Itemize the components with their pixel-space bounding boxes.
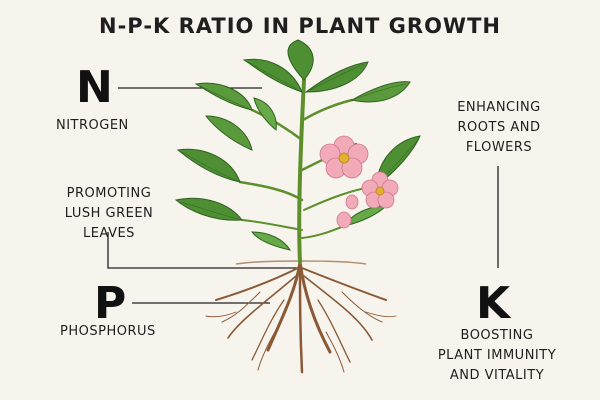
flower-2 <box>361 171 399 209</box>
nitrogen-description: PROMOTING LUSH GREEN LEAVES <box>64 186 154 241</box>
flower-bud-2 <box>336 211 352 229</box>
roots <box>205 260 397 374</box>
flowers <box>319 135 399 229</box>
flower-bud-1 <box>345 194 359 210</box>
nitrogen-letter: N <box>76 62 113 113</box>
stem <box>238 78 377 264</box>
phosphorus-label: PHOSPHORUS <box>60 324 156 339</box>
connector-n-desc <box>107 232 300 269</box>
flower-1 <box>319 135 369 179</box>
potassium-letter: K <box>476 278 511 329</box>
leaves <box>174 39 421 251</box>
potassium-description: BOOSTING PLANT IMMUNITY AND VITALITY <box>437 328 557 383</box>
diagram-title: N-P-K RATIO IN PLANT GROWTH <box>99 14 501 38</box>
phosphorus-letter: P <box>94 278 127 329</box>
phosphorus-description: ENHANCING ROOTS AND FLOWERS <box>457 100 541 155</box>
connector-lines <box>107 87 499 304</box>
nitrogen-label: NITROGEN <box>56 118 129 133</box>
